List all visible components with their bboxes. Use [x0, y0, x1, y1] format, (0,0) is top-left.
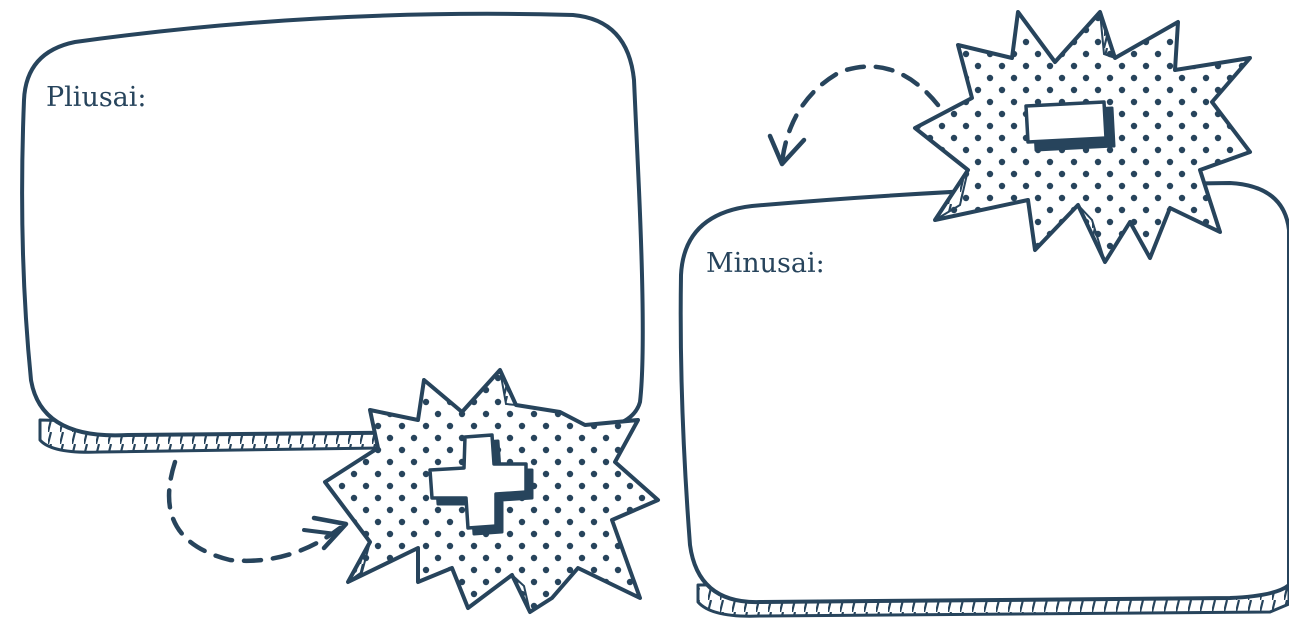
arrow-to-minus-icon — [770, 67, 938, 164]
pros-box — [22, 14, 643, 452]
cons-label: Minusai: — [706, 250, 825, 277]
arrow-to-plus-icon — [169, 462, 346, 561]
pros-label: Pliusai: — [46, 84, 147, 111]
minus-sign-icon — [1026, 102, 1114, 150]
